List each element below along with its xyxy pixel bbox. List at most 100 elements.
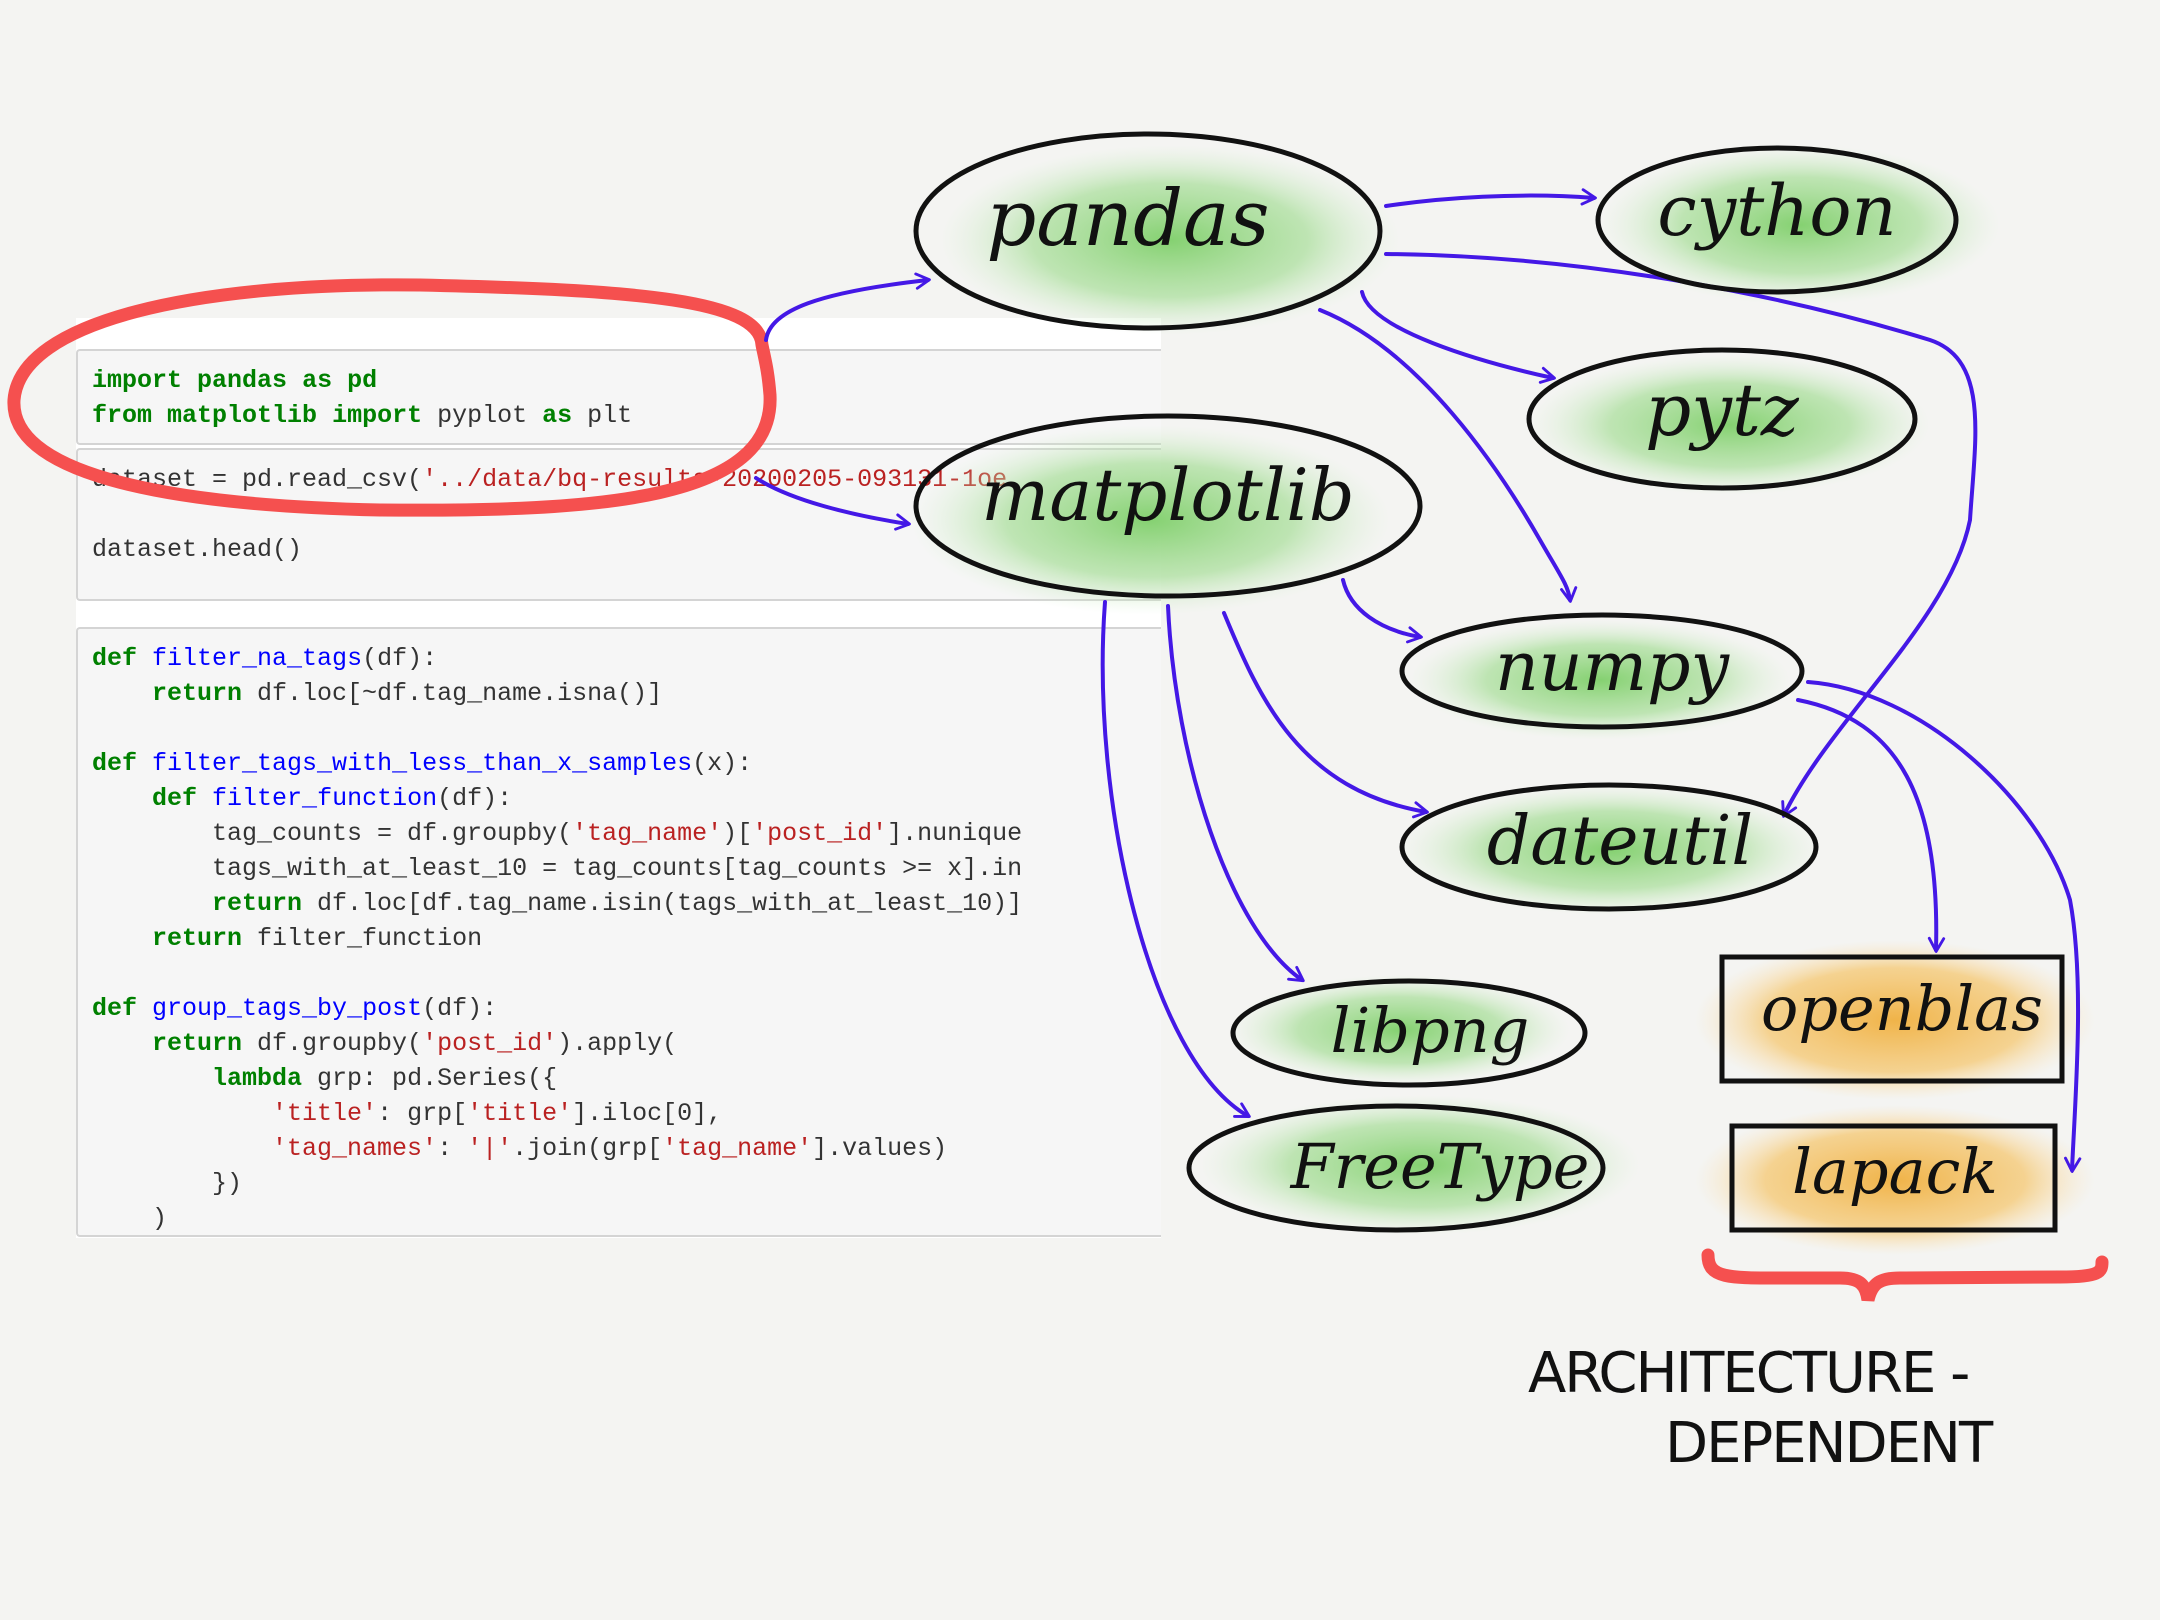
- arrow-matplotlib-libpng: [1166, 604, 1305, 983]
- code-token: tags_with_at_least_10 = tag_counts[tag_c…: [92, 854, 1023, 883]
- code-token: ].nunique: [887, 819, 1023, 848]
- code-text: def filter_na_tags(df): return df.loc[~d…: [78, 629, 1161, 1236]
- code-token: import: [92, 366, 183, 395]
- code-cell-functions[interactable]: def filter_na_tags(df): return df.loc[~d…: [76, 627, 1161, 1237]
- code-token: def: [92, 994, 138, 1023]
- code-line: import pandas as pd: [92, 363, 1161, 398]
- code-token: return: [152, 924, 243, 953]
- label-pytz: pytz: [1645, 368, 1800, 452]
- arrow-pandas-numpy: [1318, 308, 1578, 603]
- code-line: return filter_function: [92, 921, 1161, 956]
- code-token: (df):: [362, 644, 438, 673]
- node-matplotlib: [913, 413, 1423, 599]
- code-token: return: [152, 679, 243, 708]
- code-token: def: [152, 784, 198, 813]
- label-lapack: lapack: [1792, 1135, 1998, 1208]
- highlight-brace: [1701, 1248, 2109, 1302]
- code-line: def group_tags_by_post(df):: [92, 991, 1161, 1026]
- node-pandas: [913, 131, 1383, 331]
- code-token: 'title': [467, 1099, 573, 1128]
- code-token: return: [152, 1029, 243, 1058]
- code-token: (df):: [422, 994, 498, 1023]
- label-pandas: pandas: [986, 174, 1269, 264]
- code-line: def filter_function(df):: [92, 781, 1161, 816]
- code-token: grp: pd.Series({: [302, 1064, 558, 1093]
- dependency-arrows: [754, 188, 2082, 1173]
- arrow-imports-pandas: [764, 272, 931, 342]
- code-token: 'tag_name': [662, 1134, 813, 1163]
- code-token: pyplot: [422, 401, 543, 430]
- code-token: 'tag_names': [272, 1134, 438, 1163]
- code-line: return df.loc[~df.tag_name.isna()]: [92, 676, 1161, 711]
- label-cython: cython: [1657, 170, 1896, 252]
- annotation-line2: DEPENDENT: [1665, 1411, 1994, 1476]
- node-lapack: [1729, 1123, 2058, 1233]
- arrow-matplotlib-freetype: [1100, 600, 1251, 1119]
- code-line: 'tag_names': '|'.join(grp['tag_name'].va…: [92, 1131, 1161, 1166]
- code-token: (x):: [692, 749, 753, 778]
- label-libpng: libpng: [1331, 994, 1530, 1067]
- code-token: ].values): [812, 1134, 948, 1163]
- code-line: ): [92, 1201, 1161, 1236]
- arrow-pandas-pytz: [1360, 290, 1556, 384]
- code-token: dataset = pd.read_csv(: [92, 465, 423, 494]
- arrow-matplotlib-dateutil: [1222, 611, 1429, 819]
- code-line: 'title': grp['title'].iloc[0],: [92, 1096, 1161, 1131]
- arrow-matplotlib-numpy: [1341, 578, 1423, 644]
- arrow-imports-matplotlib: [754, 476, 911, 531]
- annotation-line1: ARCHITECTURE -: [1528, 1341, 1968, 1406]
- code-token: filter_function: [242, 924, 483, 953]
- code-token: (df):: [437, 784, 513, 813]
- code-token: 'post_id': [752, 819, 888, 848]
- code-token: matplotlib: [167, 401, 318, 430]
- code-token: filter_function: [212, 784, 438, 813]
- code-token: df.loc[df.tag_name.isin(tags_with_at_lea…: [302, 889, 1023, 918]
- code-line: lambda grp: pd.Series({: [92, 1061, 1161, 1096]
- code-token: 'title': [272, 1099, 378, 1128]
- code-token: df.groupby(: [242, 1029, 423, 1058]
- code-token: 'tag_name': [572, 819, 723, 848]
- code-token: def: [92, 749, 138, 778]
- code-token: from: [92, 401, 153, 430]
- code-token: filter_tags_with_less_than_x_samples: [152, 749, 693, 778]
- code-token: lambda: [212, 1064, 303, 1093]
- code-token: ).apply(: [557, 1029, 678, 1058]
- code-line: tags_with_at_least_10 = tag_counts[tag_c…: [92, 851, 1161, 886]
- code-line: tag_counts = df.groupby('tag_name')['pos…: [92, 816, 1161, 851]
- node-pytz: [1526, 347, 1918, 491]
- node-freetype: [1186, 1103, 1606, 1233]
- code-token: pandas: [182, 366, 288, 395]
- code-token: }): [92, 1169, 243, 1198]
- node-numpy: [1399, 612, 1805, 730]
- code-line: from matplotlib import pyplot as plt: [92, 398, 1161, 433]
- code-token: '|': [467, 1134, 513, 1163]
- highlight-loop: [7, 278, 777, 517]
- code-token: ): [92, 1204, 168, 1233]
- code-line: return df.loc[df.tag_name.isin(tags_with…: [92, 886, 1161, 921]
- code-token: def: [92, 644, 138, 673]
- code-line: return df.groupby('post_id').apply(: [92, 1026, 1161, 1061]
- code-token: 'post_id': [422, 1029, 558, 1058]
- code-token: pd: [347, 366, 378, 395]
- code-token: )[: [722, 819, 753, 848]
- arrow-numpy-openblas: [1796, 698, 1946, 953]
- code-token: as: [542, 401, 573, 430]
- label-freetype: FreeType: [1290, 1130, 1590, 1203]
- code-token: group_tags_by_post: [152, 994, 423, 1023]
- code-text: dataset = pd.read_csv('../data/bq-result…: [78, 450, 1161, 567]
- code-token: .join(grp[: [512, 1134, 663, 1163]
- label-dateutil: dateutil: [1487, 802, 1753, 881]
- green-washes: [910, 145, 2095, 1255]
- code-token: ].iloc[0],: [572, 1099, 723, 1128]
- node-cython: [1595, 145, 1959, 295]
- label-matplotlib: matplotlib: [981, 453, 1355, 537]
- arrow-pandas-cython: [1384, 188, 1597, 208]
- node-dateutil: [1399, 782, 1819, 912]
- code-token: dataset.head(): [92, 535, 303, 564]
- arrow-pandas-dateutil: [1384, 252, 1978, 818]
- code-token: :: [437, 1134, 468, 1163]
- code-line: dataset.head(): [92, 532, 1161, 567]
- code-token: tag_counts = df.groupby(: [92, 819, 573, 848]
